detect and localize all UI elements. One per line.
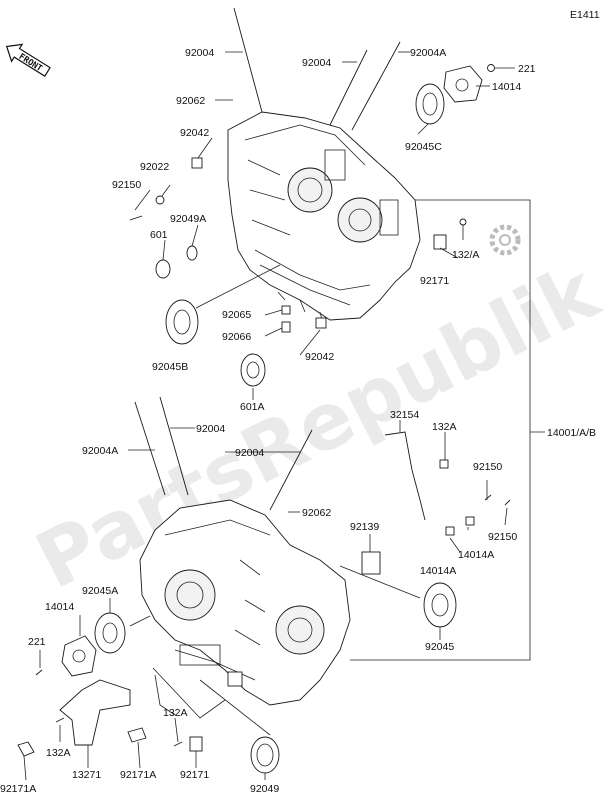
label-92150-r1: 92150 <box>473 461 502 473</box>
label-92049: 92049 <box>250 783 279 795</box>
oring-92049a <box>186 245 198 261</box>
label-14001: 14001/A/B <box>547 427 596 439</box>
label-92049a: 92049A <box>170 213 206 225</box>
bolt-132a-low2 <box>173 741 183 747</box>
label-92004-low2: 92004 <box>235 447 264 459</box>
front-arrow-icon: FRONT <box>5 43 51 77</box>
label-92066: 92066 <box>222 331 251 343</box>
clip-92171-low <box>189 736 203 752</box>
bolt-221-top <box>487 64 495 72</box>
label-92045a: 92045A <box>82 585 118 597</box>
plug-92065 <box>281 305 291 315</box>
label-92150-r2: 92150 <box>488 531 517 543</box>
bolt-92150-r2 <box>504 499 511 506</box>
label-92062-low: 92062 <box>302 507 331 519</box>
bearing-601 <box>155 259 171 279</box>
label-132a-low2: 132A <box>163 707 188 719</box>
studs <box>134 7 401 511</box>
gear-icon <box>489 224 521 256</box>
label-14014-low: 14014 <box>45 601 74 613</box>
label-92045c: 92045C <box>405 141 442 153</box>
bearing-92045b <box>165 299 199 345</box>
label-92022: 92022 <box>140 161 169 173</box>
label-92062-top: 92062 <box>176 95 205 107</box>
label-92150-left: 92150 <box>112 179 141 191</box>
bolt-132a-low1 <box>55 717 65 723</box>
clip-14014a-2 <box>445 526 455 536</box>
bushing-92139 <box>361 551 381 575</box>
label-132a-right: 132/A <box>452 249 479 261</box>
label-14014a-2: 14014A <box>420 565 456 577</box>
bearing-92045a <box>94 612 126 654</box>
cover-14014-low <box>61 635 97 677</box>
label-13271: 13271 <box>72 769 101 781</box>
cover-14014-top <box>443 65 483 103</box>
upper-crankcase <box>227 111 421 321</box>
bolt-132a-mid <box>439 459 449 469</box>
bracket-13271 <box>59 679 131 746</box>
label-92004-top: 92004 <box>185 47 214 59</box>
label-221-top: 221 <box>518 63 536 75</box>
leader-lines <box>23 51 545 781</box>
label-92004-mid: 92004 <box>302 57 331 69</box>
dowel-92042 <box>191 157 203 169</box>
bolt-132a-right <box>459 218 467 226</box>
bearing-601a <box>240 353 266 387</box>
label-92004a-low: 92004A <box>82 445 118 457</box>
label-132a-low1: 132A <box>46 747 71 759</box>
label-601a: 601A <box>240 401 265 413</box>
bearing-92045c <box>415 83 445 125</box>
label-92171a-2: 92171A <box>120 769 156 781</box>
label-92004a-top: 92004A <box>410 47 446 59</box>
label-14014a-1: 14014A <box>458 549 494 561</box>
label-92045-low: 92045 <box>425 641 454 653</box>
washer-92022 <box>155 195 165 205</box>
tube-32154 <box>384 431 426 521</box>
label-32154: 32154 <box>390 409 419 421</box>
clip-92171 <box>433 234 447 250</box>
label-92171-right: 92171 <box>420 275 449 287</box>
bolt-221-low <box>35 669 43 676</box>
label-92139: 92139 <box>350 521 379 533</box>
label-221-low: 221 <box>28 636 46 648</box>
label-92042-top: 92042 <box>180 127 209 139</box>
label-92004-low1: 92004 <box>196 423 225 435</box>
clip-92171a-1 <box>17 741 35 757</box>
label-92042-mid: 92042 <box>305 351 334 363</box>
label-92065: 92065 <box>222 309 251 321</box>
bearing-92045 <box>423 582 457 628</box>
label-132a-mid: 132A <box>432 421 457 433</box>
label-14014-top: 14014 <box>492 81 521 93</box>
label-92171-low: 92171 <box>180 769 209 781</box>
plug-92066 <box>281 321 291 333</box>
seal-92049 <box>250 736 280 774</box>
bolt-92150-left <box>129 215 143 221</box>
bolt-92150-r1 <box>484 494 492 501</box>
diagram-code: E1411 <box>570 9 600 21</box>
dowel-92042-mid <box>315 317 327 329</box>
clip-14014a-1 <box>465 516 475 526</box>
label-92171a-1: 92171A <box>0 783 36 795</box>
lower-crankcase <box>139 499 351 706</box>
label-601: 601 <box>150 229 168 241</box>
label-92045b: 92045B <box>152 361 188 373</box>
part-labels: 92004 92004 92004A 221 14014 92062 92042… <box>0 47 596 795</box>
clip-92171a-2 <box>127 727 147 743</box>
